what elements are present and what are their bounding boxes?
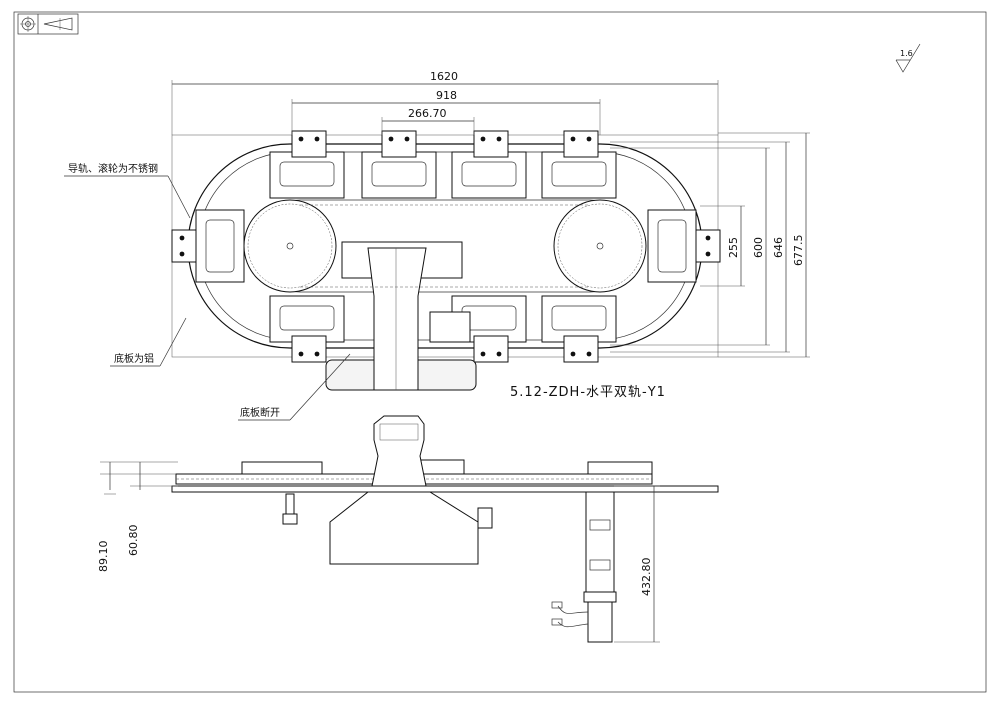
note-guide-material: 导轨、滚轮为不锈钢 (64, 162, 191, 219)
dim-677-label: 677.5 (792, 235, 805, 267)
sprocket-right (553, 199, 647, 293)
carriers-ends (195, 209, 697, 283)
bolt-blocks (171, 130, 721, 363)
note-split-text: 底板断开 (240, 406, 280, 419)
dim-918-label: 918 (436, 89, 457, 102)
dim-60-label: 60.80 (127, 525, 140, 557)
dim-600-label: 600 (752, 237, 765, 258)
dim-pitch-label: 266.70 (408, 107, 447, 120)
roughness-value: 1.6 (900, 49, 913, 58)
tension-column (585, 491, 615, 593)
dimension-mid: 918 (291, 89, 601, 135)
base-plate-side (171, 485, 719, 493)
projection-symbol-icon (17, 13, 79, 35)
chain-links (300, 204, 590, 288)
drawing-title: 5.12-ZDH-水平双轨-Y1 (510, 385, 666, 400)
drive-column (371, 415, 427, 487)
note-base-material: 底板为铝 (110, 317, 187, 367)
note-base-text: 底板为铝 (114, 352, 154, 365)
note-base-split: 底板断开 (238, 353, 351, 421)
top-view: 1620 918 266.70 255 (64, 70, 810, 421)
dim-432-label: 432.80 (640, 558, 653, 597)
outer-track (187, 143, 703, 349)
dim-646-label: 646 (772, 237, 785, 258)
front-view: 89.10 60.80 432.80 (97, 415, 719, 643)
dim-255-label: 255 (727, 237, 740, 258)
gearbox (329, 491, 479, 565)
sheet-border (13, 11, 987, 693)
surface-roughness-icon: 1.6 (895, 43, 921, 73)
dim-1620-label: 1620 (430, 70, 458, 83)
sprocket-left (243, 199, 337, 293)
servo-motor (587, 601, 613, 643)
dimension-overall: 1620 (171, 70, 719, 135)
dim-89-label: 89.10 (97, 541, 110, 573)
drive-unit (325, 241, 477, 391)
dimension-pitch: 266.70 (381, 107, 475, 135)
carriers-top (269, 151, 617, 199)
note-guide-text: 导轨、滚轮为不锈钢 (68, 162, 158, 175)
dimension-verticals (610, 132, 810, 358)
